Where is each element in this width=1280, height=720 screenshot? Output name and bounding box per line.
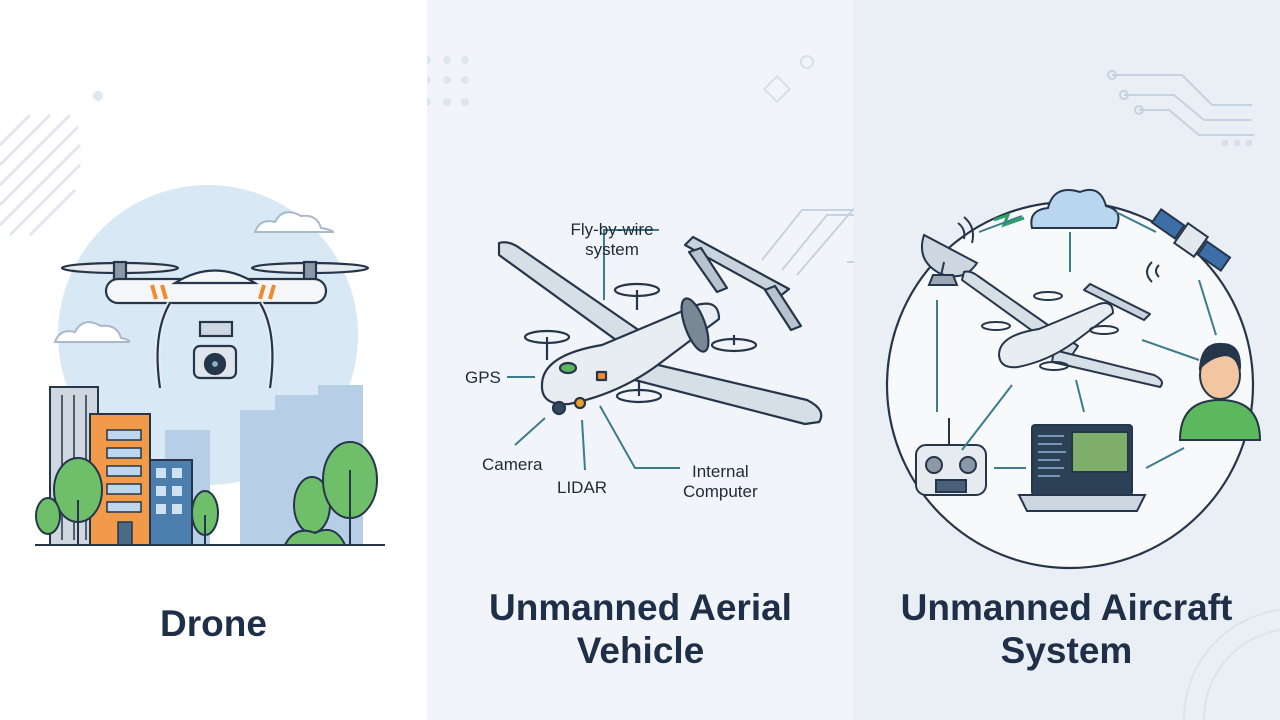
drone-illustration bbox=[0, 91, 385, 546]
title-uav-line2: Vehicle bbox=[576, 630, 705, 671]
satellite-icon bbox=[1150, 207, 1232, 273]
remote-controller-icon bbox=[915, 418, 987, 496]
cloud-icon bbox=[1030, 188, 1120, 229]
label-internal-computer: Internal Computer bbox=[683, 462, 758, 501]
fixed-wing-uav-icon bbox=[497, 235, 823, 426]
decor-circuit-lines bbox=[1107, 70, 1254, 136]
panel-drone: Drone bbox=[0, 0, 427, 720]
uas-illustration bbox=[885, 70, 1280, 720]
fixed-wing-uav-icon bbox=[961, 270, 1163, 388]
decor-circuit-lines bbox=[761, 206, 854, 276]
tree-icon bbox=[35, 441, 378, 546]
panel-uav: Fly-by-wire system GPS Camera LIDAR Inte… bbox=[427, 0, 854, 720]
operator-person-icon bbox=[1178, 342, 1262, 441]
signal-bolt-icon bbox=[993, 212, 1025, 228]
cloud-icon bbox=[53, 321, 131, 343]
decor-diamond bbox=[762, 74, 792, 104]
signal-waves bbox=[1146, 261, 1160, 283]
title-uas-line2: System bbox=[1000, 630, 1133, 671]
label-camera: Camera bbox=[482, 455, 543, 474]
decor-dot-row bbox=[1222, 140, 1252, 146]
uav-illustration bbox=[427, 55, 854, 471]
satellite-dish-icon bbox=[920, 216, 979, 286]
title-uas: Unmanned Aircraft System bbox=[853, 586, 1280, 672]
title-uas-line1: Unmanned Aircraft bbox=[900, 587, 1233, 628]
decor-ring bbox=[800, 55, 814, 69]
title-uav-line1: Unmanned Aerial bbox=[489, 587, 792, 628]
decor-dot-grid bbox=[427, 56, 469, 106]
label-gps: GPS bbox=[465, 368, 501, 387]
decor-dot bbox=[93, 91, 103, 101]
decor-arcs bbox=[1182, 609, 1280, 720]
title-drone: Drone bbox=[160, 603, 267, 644]
decorative-hatch-circle bbox=[0, 113, 82, 237]
label-fly-by-wire: Fly-by-wire system bbox=[570, 220, 654, 259]
callout-arrows bbox=[507, 229, 680, 471]
label-lidar: LIDAR bbox=[557, 478, 608, 497]
cloud-icon bbox=[253, 211, 335, 233]
title-uav: Unmanned Aerial Vehicle bbox=[427, 586, 854, 672]
connection-arrows bbox=[936, 211, 1217, 469]
panel-uas: Unmanned Aircraft System bbox=[854, 0, 1280, 720]
laptop-icon bbox=[1017, 424, 1147, 512]
quadcopter-drone-icon bbox=[60, 260, 370, 389]
